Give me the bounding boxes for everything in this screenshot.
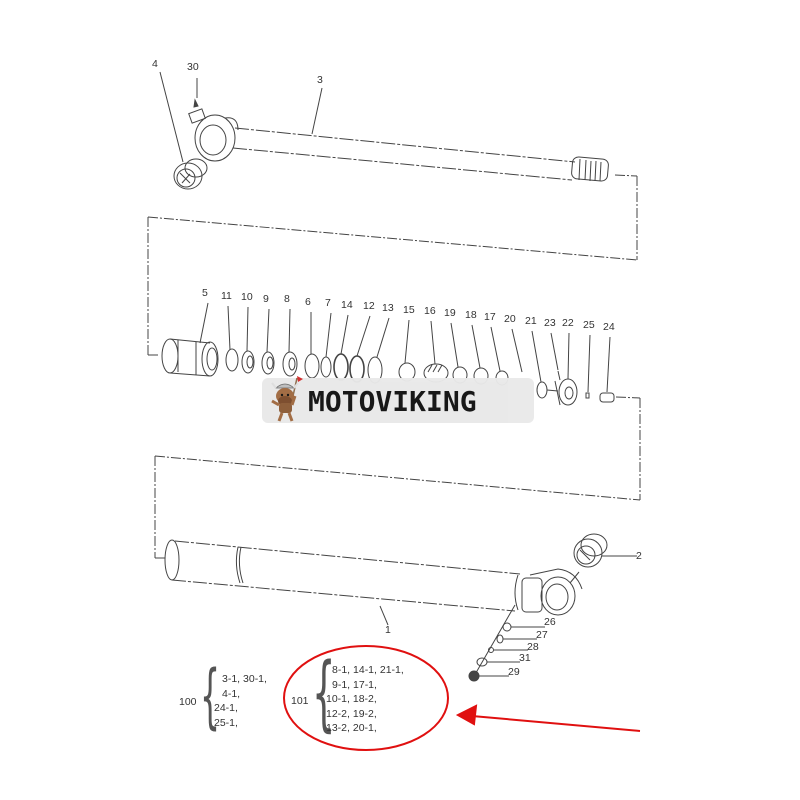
highlight-arrow-shaft <box>471 715 641 732</box>
part-label-4: 4 <box>152 58 158 70</box>
kit-101-row: 9-1, 17-1, <box>332 678 377 691</box>
kit-101-row: 10-1, 18-2, <box>326 693 377 705</box>
kit-100-key: 100 <box>179 696 197 708</box>
leader-lines-middle <box>199 302 611 393</box>
viking-mascot-icon <box>271 376 303 422</box>
part-label-28: 28 <box>527 641 539 653</box>
piston-rod-part-3 <box>173 98 609 190</box>
brand-wordmark: MOTOVIKING <box>308 385 477 418</box>
part-label-31: 31 <box>519 652 531 664</box>
part-label-26: 26 <box>544 616 556 628</box>
part-label-2: 2 <box>636 550 642 562</box>
part-label-15: 15 <box>403 304 415 316</box>
part-label-22: 22 <box>562 317 574 329</box>
part-label-29: 29 <box>508 666 520 678</box>
cylinder-tube-part-1 <box>164 533 608 616</box>
kit-100-row: 4-1, <box>222 687 241 700</box>
highlight-ellipse <box>283 645 449 751</box>
part-label-6: 6 <box>305 296 311 308</box>
part-label-9: 9 <box>263 293 269 305</box>
part-label-11: 11 <box>221 290 232 302</box>
part-label-21: 21 <box>525 315 537 327</box>
part-label-1: 1 <box>385 624 391 636</box>
part-label-24: 24 <box>603 321 615 333</box>
kit-100-list: 3-1, 30-1, 4-1, 24-1, 25-1, <box>214 672 267 730</box>
part-label-27: 27 <box>536 629 548 641</box>
assembly-connector-line-2 <box>154 396 641 559</box>
part-label-7: 7 <box>325 297 331 309</box>
part-label-17: 17 <box>484 311 496 323</box>
kit-101-row: 13-2, 20-1, <box>326 722 377 734</box>
part-label-8: 8 <box>284 293 290 305</box>
kit-100-brace: { <box>200 655 221 737</box>
part-label-23: 23 <box>544 317 556 329</box>
highlight-annotation <box>283 645 641 751</box>
kit-101-list: 8-1, 14-1, 21-1, 9-1, 17-1, 10-1, 18-2, … <box>326 663 404 736</box>
part-label-12: 12 <box>363 300 375 312</box>
assembly-connector-line-1 <box>147 174 638 356</box>
part-label-10: 10 <box>241 291 253 303</box>
part-label-14: 14 <box>341 299 353 311</box>
part-label-25: 25 <box>583 319 595 331</box>
piston-seal-stack <box>161 338 615 406</box>
brand-watermark: MOTOVIKING <box>262 376 534 423</box>
grease-fitting-stack <box>468 604 545 682</box>
part-label-5: 5 <box>202 287 208 299</box>
part-label-13: 13 <box>382 302 394 314</box>
kit-100-row: 24-1, <box>214 702 238 714</box>
kit-100-row: 3-1, 30-1, <box>222 673 267 685</box>
kit-101-brace: { <box>312 646 336 741</box>
part-label-18: 18 <box>465 309 477 321</box>
kit-100-row: 25-1, <box>214 716 238 729</box>
kit-101-key: 101 <box>291 695 309 707</box>
part-label-19: 19 <box>444 307 456 319</box>
highlight-arrowhead-icon <box>455 704 478 726</box>
kit-101-row: 12-2, 19-2, <box>326 707 377 720</box>
part-label-3: 3 <box>317 74 323 86</box>
kit-101-row: 8-1, 14-1, 21-1, <box>332 664 404 676</box>
part-label-20: 20 <box>504 313 516 325</box>
part-label-16: 16 <box>424 305 436 317</box>
part-label-30: 30 <box>187 61 199 73</box>
